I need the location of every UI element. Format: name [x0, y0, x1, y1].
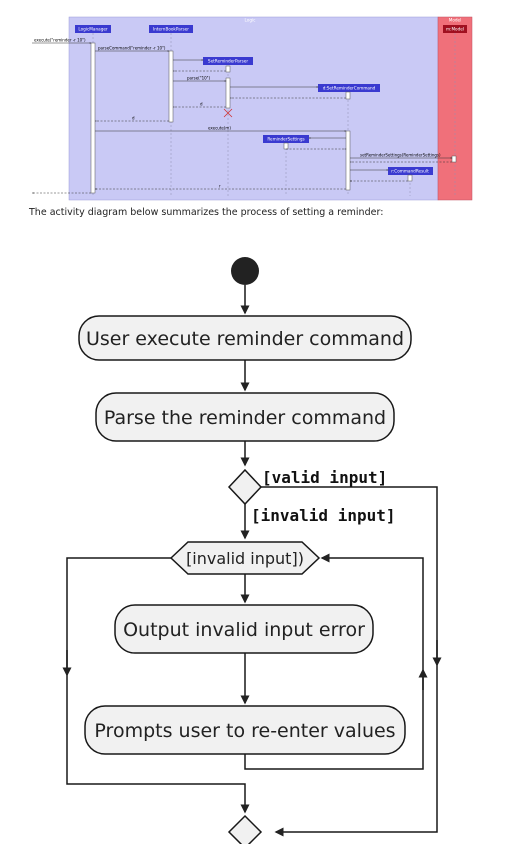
sequence-diagram: Logic Model LogicManager InternBookParse… [32, 16, 473, 201]
msg-set-settings: setReminderSettings(ReminderSettings) [360, 153, 441, 158]
logic-lane [68, 16, 439, 201]
msg-return-d-outer: d [132, 116, 135, 121]
model-lane-title: Model [449, 18, 462, 23]
command-result-box [388, 167, 433, 175]
destroy-mark [223, 108, 233, 118]
msg-return-r: r [219, 184, 221, 189]
msg-parse-command: parseCommand("reminder -r 10") [98, 46, 166, 51]
logic-manager-box [75, 25, 111, 33]
model-lane [437, 16, 473, 201]
model-label: m:Model [446, 27, 464, 32]
internbook-parser-box [149, 25, 193, 33]
activity-output-error [114, 604, 374, 654]
message-arrows [32, 43, 452, 193]
start-node [231, 257, 259, 285]
command-result-label: r:CommandResult [391, 169, 429, 174]
activity-parse-label: Parse the reminder command [104, 407, 386, 429]
loop-condition [169, 541, 321, 575]
merge-node [227, 814, 263, 844]
msg-return-d-inner: d [200, 102, 203, 107]
set-reminder-parser-box [203, 57, 253, 65]
guard-valid-label: [valid input] [262, 468, 387, 487]
msg-parse: parse("10") [187, 76, 211, 81]
activity-diagram [62, 257, 442, 844]
set-reminder-command-label: d:SetReminderCommand [323, 86, 376, 91]
activity-prompt-label: Prompts user to re-enter values [94, 720, 395, 742]
msg-execute: execute("reminder -r 10") [34, 38, 86, 43]
reminder-settings-box [263, 135, 309, 143]
logic-manager-label: LogicManager [78, 27, 108, 32]
msg-execute-m: execute(m) [208, 126, 231, 131]
caption-text: The activity diagram below summarizes th… [29, 207, 384, 218]
loop-condition-label: [invalid input]) [186, 549, 304, 568]
activation-bars [90, 42, 457, 194]
activity-output-error-label: Output invalid input error [123, 619, 365, 641]
internbook-parser-label: InternBookParser [153, 27, 189, 32]
set-reminder-command-box [318, 84, 380, 92]
guard-invalid-label: [invalid input] [251, 506, 396, 525]
set-reminder-parser-label: SetReminderParser [208, 59, 248, 64]
logic-lane-title: Logic [245, 18, 257, 23]
model-box [443, 25, 467, 33]
activity-execute-label: User execute reminder command [86, 328, 404, 350]
reminder-settings-label: ReminderSettings [267, 137, 304, 142]
decision-valid [227, 468, 263, 506]
